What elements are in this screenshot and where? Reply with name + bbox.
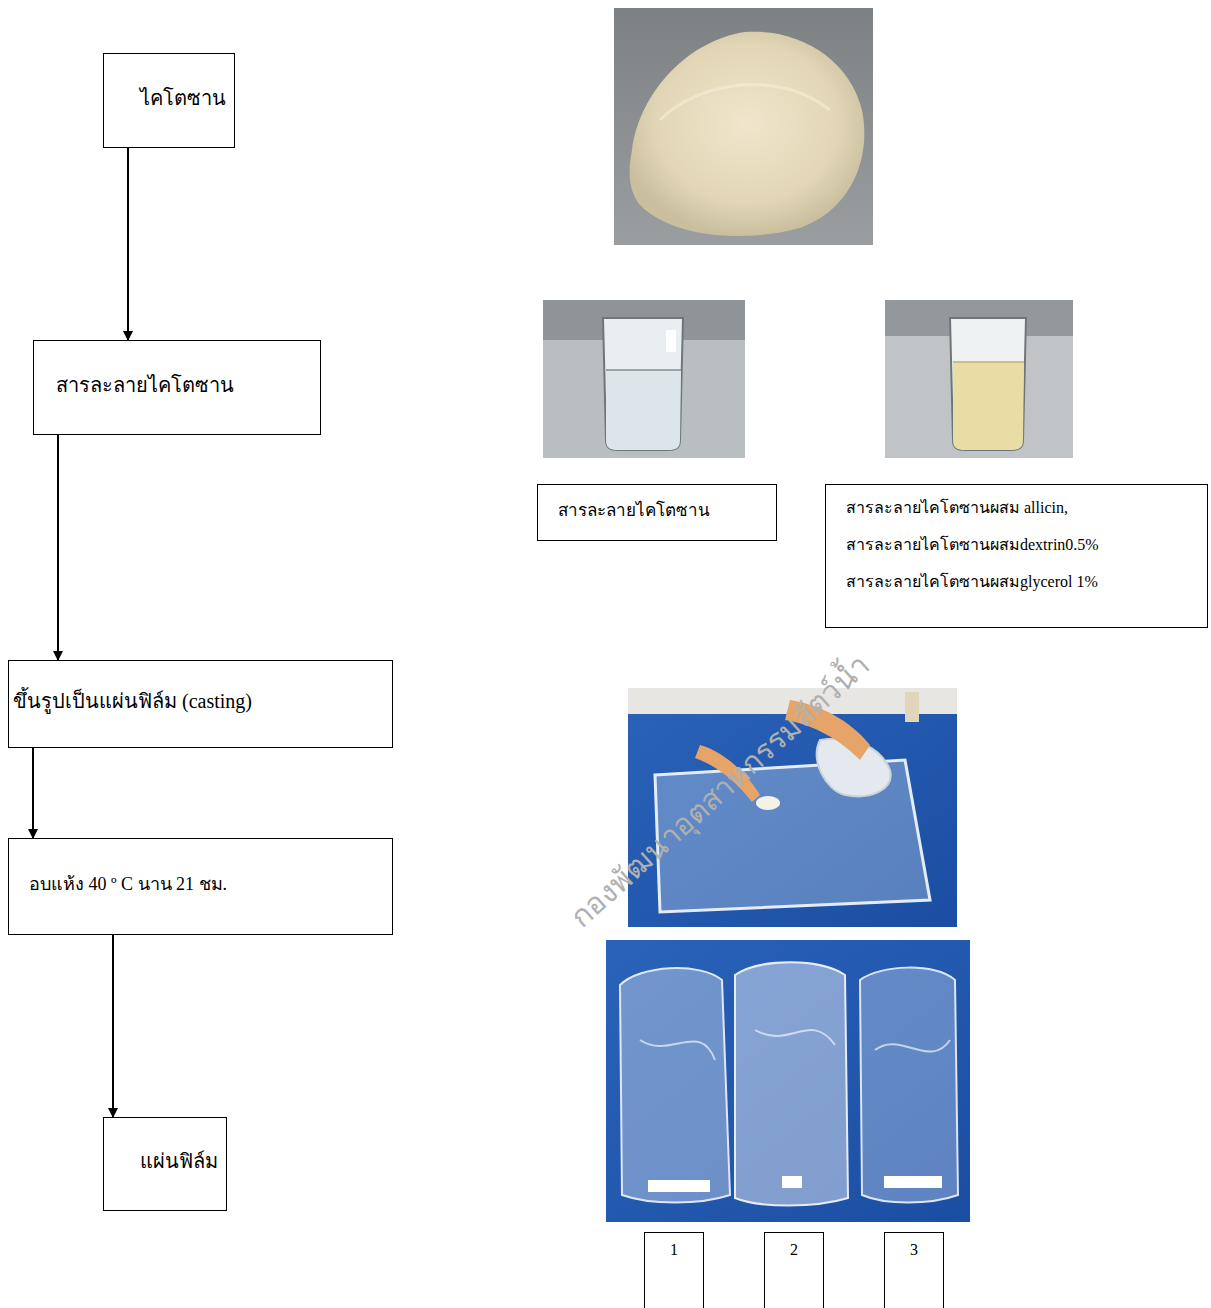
mixed-solution-beaker-photo-part (950, 318, 1026, 450)
caption-box: สารละลายไคโตซานผสม allicin, สารละลายไคโตซ… (825, 484, 1208, 628)
casting-photo-part (756, 796, 780, 810)
chitosan-powder-photo-part (630, 32, 865, 236)
film-sheets-photo-part (782, 1176, 802, 1188)
chitosan-solution-beaker-photo-part (606, 369, 681, 371)
process-box: ไคโตซาน (103, 53, 235, 148)
chitosan-solution-beaker-photo-part (543, 300, 745, 458)
node-text: 3 (885, 1241, 943, 1259)
chitosan-solution-beaker-photo-part (606, 370, 681, 450)
node-text: 1 (645, 1241, 703, 1259)
mixed-solution-beaker-photo (885, 300, 1073, 458)
node-text: 2 (765, 1241, 823, 1259)
film-sheets-photo-part (606, 940, 970, 1222)
film-sheets-photo-part (735, 962, 848, 1205)
chitosan-solution-beaker-photo (543, 300, 745, 458)
film-sheets-photo-part (620, 968, 730, 1202)
node-text: สารละลายไคโตซานผสมglycerol 1% (846, 569, 1199, 594)
node-text: สารละลายไคโตซาน (56, 369, 312, 401)
chitosan-solution-beaker-photo-part (666, 330, 676, 352)
node-text: แผ่นฟิล์ม (140, 1145, 218, 1177)
film-sheets-photo (606, 940, 970, 1222)
flow-arrow (127, 148, 129, 340)
process-box: ขึ้นรูปเป็นแผ่นฟิล์ม (casting) (8, 660, 393, 748)
number-box: 2 (764, 1232, 824, 1308)
node-text: สารละลายไคโตซาน (558, 496, 768, 523)
node-text: ขึ้นรูปเป็นแผ่นฟิล์ม (casting) (13, 685, 384, 717)
node-text: สารละลายไคโตซานผสมdextrin0.5% (846, 532, 1199, 557)
chitosan-powder-photo (614, 8, 873, 245)
mixed-solution-beaker-photo-part (953, 361, 1024, 363)
flow-arrow (57, 435, 59, 660)
caption-box: สารละลายไคโตซาน (537, 484, 777, 541)
process-box: สารละลายไคโตซาน (33, 340, 321, 435)
chitosan-powder-photo-part (614, 8, 873, 245)
chitosan-solution-beaker-photo-part (603, 318, 683, 450)
process-box: อบแห้ง 40 º C นาน 21 ชม. (8, 838, 393, 935)
film-sheets-photo-part (648, 1180, 710, 1192)
film-sheets-photo-part (860, 968, 958, 1203)
flow-arrow (112, 935, 114, 1117)
node-text: ไคโตซาน (140, 82, 226, 114)
chitosan-powder-photo-part (660, 85, 830, 120)
film-sheets-photo-part (640, 1030, 950, 1060)
flow-arrow (32, 748, 34, 838)
process-box: แผ่นฟิล์ม (103, 1117, 227, 1211)
node-text: อบแห้ง 40 º C นาน 21 ชม. (29, 869, 384, 898)
casting-photo-part (905, 692, 919, 722)
number-box: 1 (644, 1232, 704, 1308)
mixed-solution-beaker-photo-part (885, 300, 1073, 458)
film-sheets-photo-part (884, 1176, 942, 1188)
node-text: สารละลายไคโตซานผสม allicin, (846, 495, 1199, 520)
mixed-solution-beaker-photo-part (953, 362, 1024, 450)
number-box: 3 (884, 1232, 944, 1308)
